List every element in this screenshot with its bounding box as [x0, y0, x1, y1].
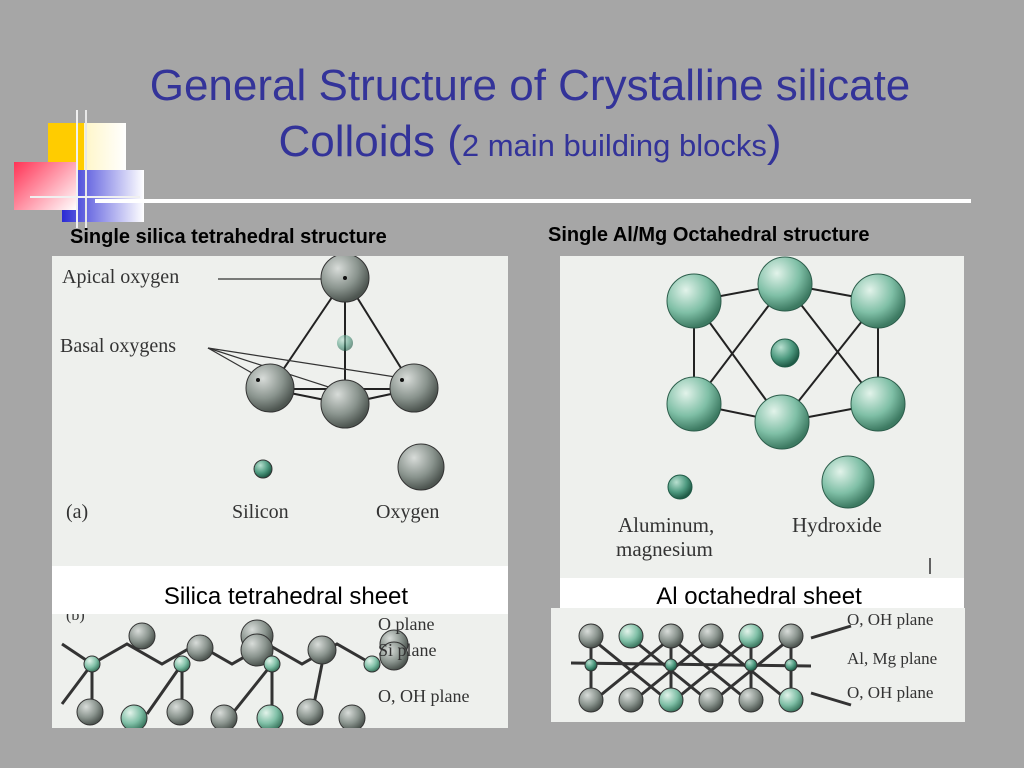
- apical-oxygen-label: Apical oxygen: [62, 266, 179, 288]
- title-line-2-close: ): [766, 117, 782, 166]
- basal-oxygen: [389, 363, 439, 413]
- deco-white-square: [84, 123, 126, 178]
- o-plane-label: O plane: [378, 614, 434, 634]
- tetrahedral-sheet-figure: (b) O plane Si plane O, OH plane: [60, 614, 469, 728]
- o-oh-plane-label: O, OH plane: [378, 686, 469, 706]
- tetrahedron-figure: Apical oxygen Basal oxygens Silicon Oxyg…: [60, 256, 445, 523]
- left-sheet-band: [52, 566, 508, 614]
- title-rule: [95, 199, 971, 203]
- title-line-2-main: Colloids (: [278, 117, 462, 166]
- aluminum-atom: [770, 338, 800, 368]
- top-oh-plane-label: O, OH plane: [847, 610, 933, 629]
- octahedral-sheet-figure: O, OH plane Al, Mg plane O, OH plane: [570, 610, 937, 713]
- right-caption: Single Al/Mg Octahedral structure: [548, 224, 870, 246]
- hydroxide-atom: [666, 273, 722, 329]
- hydroxide-atom: [666, 376, 722, 432]
- octahedron-figure: Aluminum, magnesium Hydroxide: [616, 256, 931, 574]
- hydroxide-label: Hydroxide: [792, 513, 882, 537]
- aluminum-legend-sphere: [667, 474, 693, 500]
- oxygen-label: Oxygen: [376, 501, 439, 523]
- tetrahedral-sheet-panel: (b) O plane Si plane O, OH plane: [52, 614, 508, 728]
- deco-vline-1: [85, 110, 87, 228]
- tetrahedron-panel: Apical oxygen Basal oxygens Silicon Oxyg…: [52, 256, 508, 566]
- si-plane-label: Si plane: [378, 640, 437, 660]
- title-line-2-small: 2 main building blocks: [461, 128, 767, 163]
- figure-a-label: (a): [66, 501, 88, 523]
- title-line-1: General Structure of Crystalline silicat…: [149, 61, 911, 110]
- right-sheet-label: Al octahedral sheet: [656, 583, 862, 610]
- left-caption: Single silica tetrahedral structure: [70, 226, 387, 248]
- silicon-label: Silicon: [232, 501, 289, 523]
- right-sheet-band: [560, 578, 964, 608]
- basal-oxygen: [245, 363, 295, 413]
- hydroxide-atom: [850, 376, 906, 432]
- hydroxide-legend-sphere: [821, 455, 875, 509]
- octahedral-sheet-panel: O, OH plane Al, Mg plane O, OH plane: [551, 608, 965, 722]
- al-mg-plane-label: Al, Mg plane: [847, 649, 937, 668]
- hydroxide-atom: [754, 394, 810, 450]
- basal-oxygens-label: Basal oxygens: [60, 335, 176, 357]
- silicon-atom: [337, 335, 353, 351]
- hydroxide-atom: [850, 273, 906, 329]
- slide-title: General Structure of Crystalline silicat…: [110, 58, 950, 174]
- deco-vline-2: [76, 110, 78, 228]
- title-line-2: Colloids (2 main building blocks): [110, 114, 950, 174]
- figure-b-label: (b): [66, 614, 85, 624]
- bottom-oh-plane-label: O, OH plane: [847, 683, 933, 702]
- silicon-legend-sphere: [253, 459, 273, 479]
- deco-hline: [30, 196, 140, 198]
- hydroxide-atom: [757, 256, 813, 312]
- aluminum-label: Aluminum,: [618, 513, 714, 537]
- magnesium-label: magnesium: [616, 537, 713, 561]
- left-sheet-label: Silica tetrahedral sheet: [163, 583, 409, 610]
- deco-red-square: [14, 162, 76, 210]
- oxygen-legend-sphere: [397, 443, 445, 491]
- octahedron-panel: Aluminum, magnesium Hydroxide: [560, 256, 964, 578]
- basal-oxygen: [320, 379, 370, 429]
